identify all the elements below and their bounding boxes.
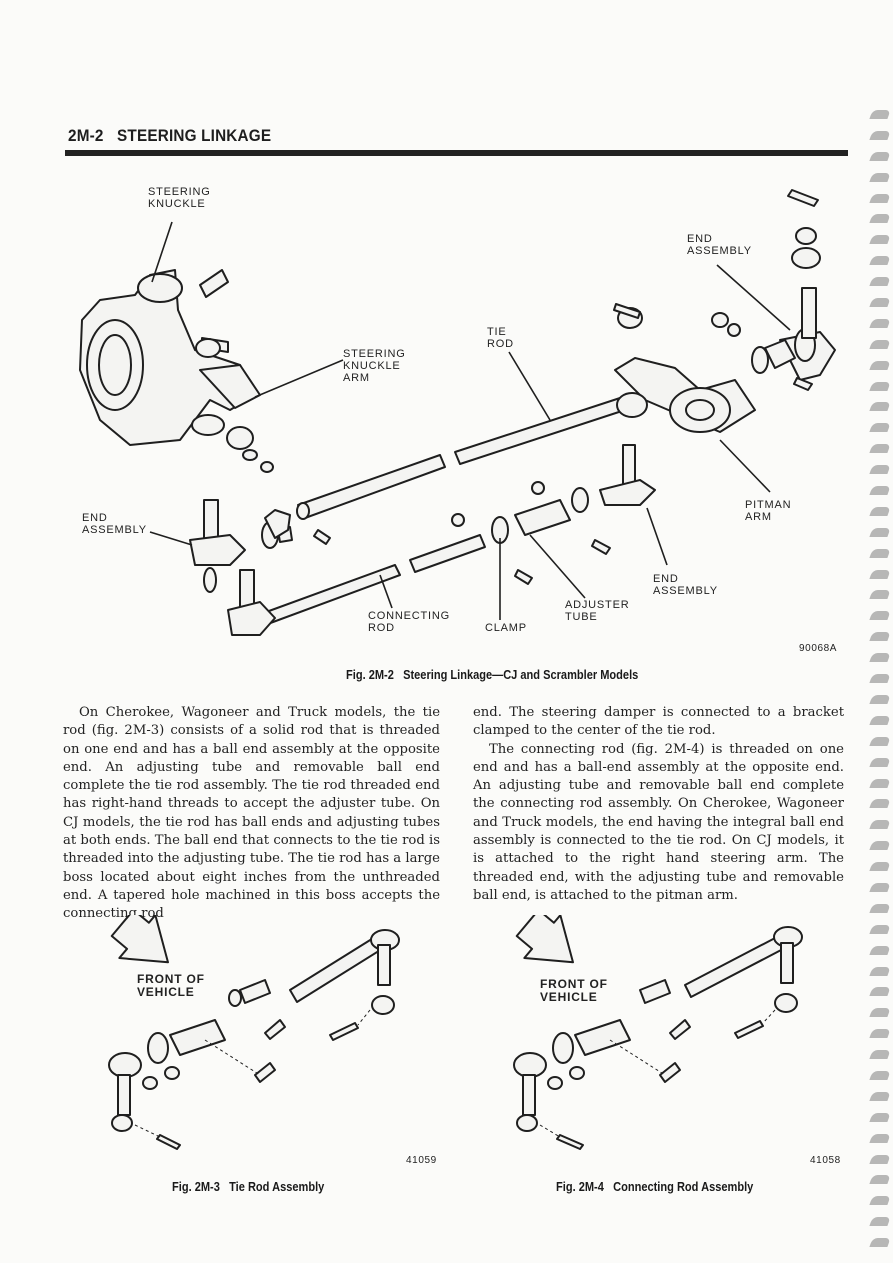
figure-number: 90068A (799, 643, 838, 654)
right-paragraph-1: end. The steering damper is connected to… (473, 705, 844, 739)
tie-rod-assembly-diagram (108, 915, 400, 1150)
fig4-caption-text: Connecting Rod Assembly (613, 1179, 754, 1194)
fig3-caption-number: Fig. 2M-3 (172, 1179, 220, 1194)
label-steering-knuckle-arm: STEERING KNUCKLE ARM (343, 348, 406, 384)
label-end-assembly-left: END ASSEMBLY (82, 512, 147, 536)
caption-text: Steering Linkage—CJ and Scrambler Models (403, 667, 639, 682)
figure-caption: Fig. 2M-2 Steering Linkage—CJ and Scramb… (346, 667, 638, 682)
fig3-caption: Fig. 2M-3 Tie Rod Assembly (172, 1179, 324, 1194)
section-title: STEERING LINKAGE (117, 126, 272, 145)
fig4-front-label: FRONT OF VEHICLE (540, 977, 608, 1004)
connecting-rod-assembly-diagram (513, 915, 803, 1150)
fig3-front-label: FRONT OF VEHICLE (137, 972, 205, 999)
right-paragraph-2: The connecting rod (fig. 2M-4) is thread… (473, 741, 844, 903)
steering-linkage-diagram (79, 189, 836, 636)
fig4-caption: Fig. 2M-4 Connecting Rod Assembly (556, 1179, 753, 1194)
label-end-assembly-right: END ASSEMBLY (653, 573, 718, 597)
section-number: 2M-2 (68, 126, 104, 145)
fig3-caption-text: Tie Rod Assembly (229, 1179, 325, 1194)
label-steering-knuckle: STEERING KNUCKLE (148, 186, 211, 210)
label-clamp: CLAMP (485, 622, 527, 634)
caption-number: Fig. 2M-2 (346, 667, 394, 682)
label-connecting-rod: CONNECTING ROD (368, 610, 450, 634)
page-edge-tabs (869, 110, 893, 1259)
fig4-caption-number: Fig. 2M-4 (556, 1179, 604, 1194)
fig4-number: 41058 (810, 1155, 841, 1166)
header-rule (65, 150, 848, 156)
right-column: end. The steering damper is connected to… (473, 704, 844, 905)
left-column: On Cherokee, Wagoneer and Truck models, … (63, 704, 440, 924)
label-tie-rod: TIE ROD (487, 326, 514, 350)
fig3-number: 41059 (406, 1155, 437, 1166)
left-paragraph: On Cherokee, Wagoneer and Truck models, … (63, 705, 440, 922)
page-header: 2M-2 STEERING LINKAGE (68, 126, 271, 146)
label-pitman-arm: PITMAN ARM (745, 499, 792, 523)
label-adjuster-tube: ADJUSTER TUBE (565, 599, 630, 623)
label-end-assembly-top: END ASSEMBLY (687, 233, 752, 257)
